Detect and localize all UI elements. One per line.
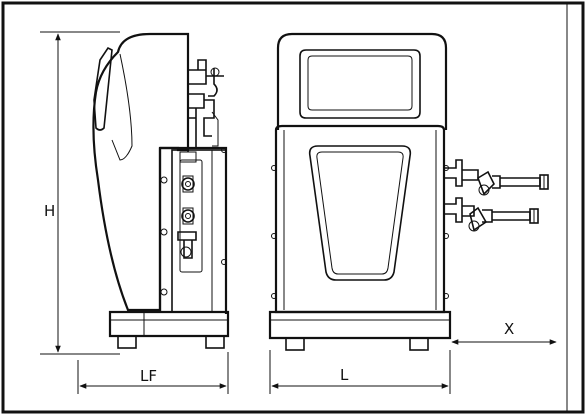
dimension-width: L: [269, 350, 451, 394]
front-door-inner: [316, 151, 404, 275]
front-pipe-lower: [444, 197, 539, 232]
side-base: [108, 310, 230, 338]
side-head-housing: [92, 32, 190, 312]
side-view: [92, 32, 230, 349]
height-label: H: [44, 202, 55, 220]
side-foot-right: [205, 335, 225, 349]
side-panel-top-block: [179, 151, 197, 163]
side-gauge-upper: [181, 177, 195, 191]
front-door-panel: [308, 145, 412, 281]
front-base: [268, 310, 452, 340]
front-main-body: [274, 124, 446, 314]
clearance-label: X: [504, 320, 514, 338]
side-pipe-assembly: [188, 59, 224, 97]
side-lower-body: [158, 146, 228, 314]
side-valve-handle: [177, 231, 197, 259]
side-right-bar: [211, 149, 227, 313]
front-view: [268, 32, 549, 351]
depth-label: LF: [140, 367, 157, 385]
side-front-curve: [111, 53, 133, 161]
front-top-housing: [276, 32, 448, 130]
front-foot-right: [409, 337, 429, 351]
side-inner-panel: [179, 159, 203, 273]
front-foot-left: [285, 337, 305, 351]
width-label: L: [340, 366, 349, 384]
dimension-depth: LF: [77, 352, 229, 394]
dimension-clearance: X: [451, 320, 557, 345]
front-screen-inner: [307, 55, 413, 111]
dimension-height: H: [40, 31, 120, 355]
front-screen-outer: [299, 49, 421, 119]
side-gauge-lower: [181, 209, 195, 223]
side-screen-bezel: [93, 46, 113, 131]
side-foot-left: [117, 335, 137, 349]
front-pipe-upper: [444, 159, 549, 196]
